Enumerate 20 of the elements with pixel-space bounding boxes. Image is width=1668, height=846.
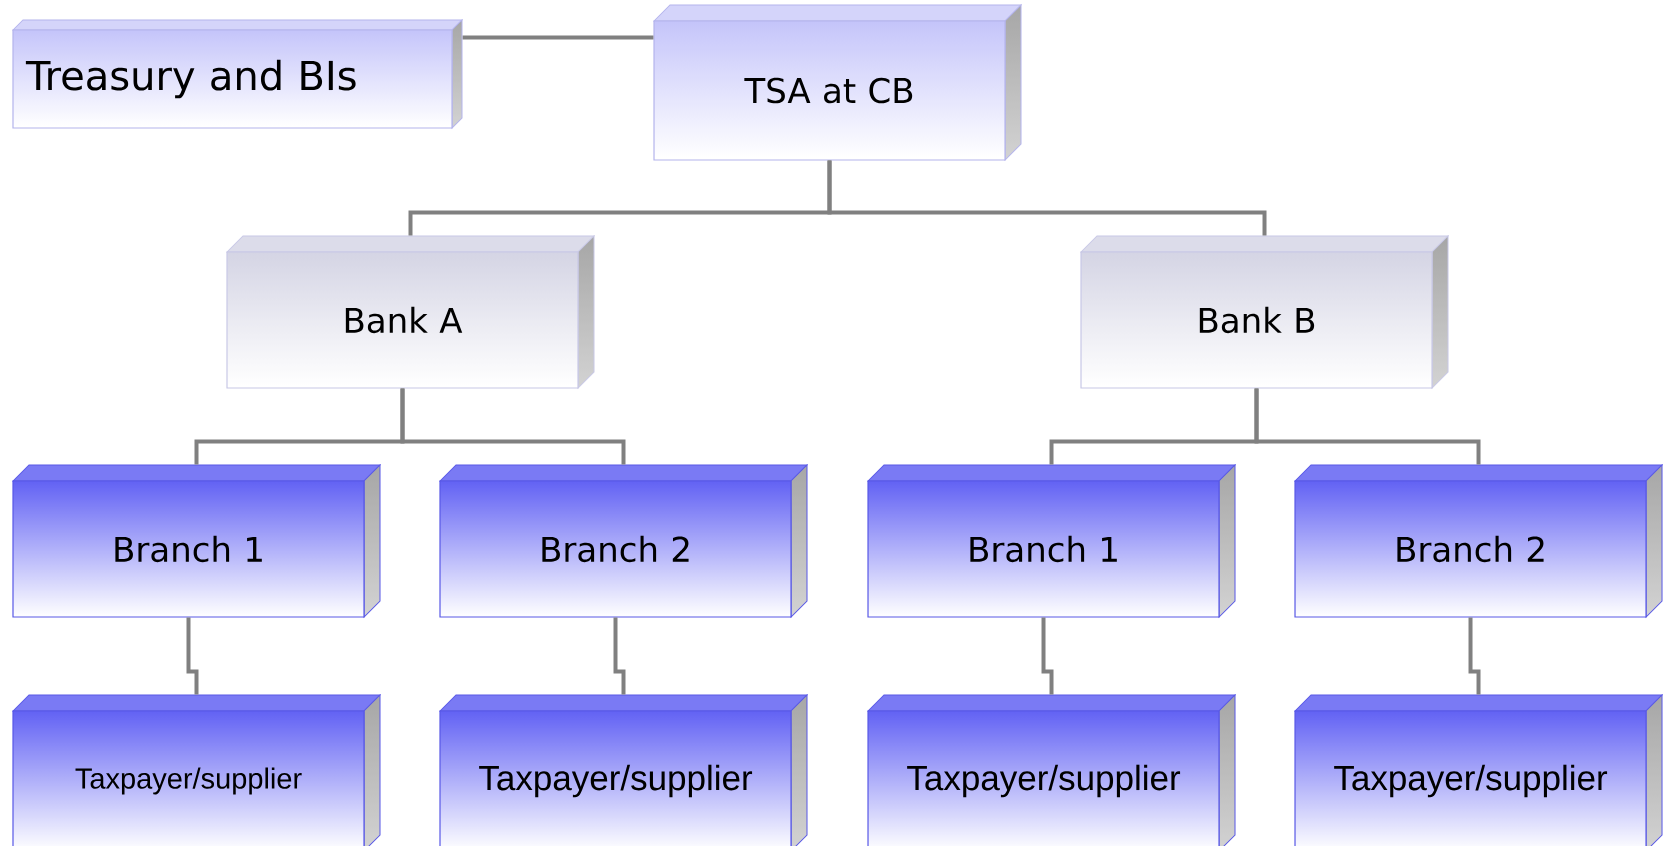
block-box: Taxpayer/supplier	[439, 694, 808, 846]
block-box: Branch 1	[12, 464, 381, 618]
block-box: Taxpayer/supplier	[1294, 694, 1663, 846]
connector-line	[613, 617, 626, 695]
connector-line	[1468, 617, 1481, 695]
block-box: Taxpayer/supplier	[12, 694, 381, 846]
block-box: Taxpayer/supplier	[867, 694, 1236, 846]
connector-line	[827, 160, 1267, 236]
block-box: Bank A	[226, 235, 595, 389]
text-box: Treasury and BIs	[12, 19, 463, 129]
block-box: Branch 2	[439, 464, 808, 618]
connector-line	[1041, 617, 1054, 695]
connector-line	[1254, 388, 1481, 465]
block-box: TSA at CB	[653, 4, 1022, 161]
block-box: Branch 2	[1294, 464, 1663, 618]
connector-line	[186, 617, 199, 695]
block-box: Branch 1	[867, 464, 1236, 618]
block-box: Bank B	[1080, 235, 1449, 389]
connector-line	[462, 35, 654, 40]
connector-line	[400, 388, 626, 465]
